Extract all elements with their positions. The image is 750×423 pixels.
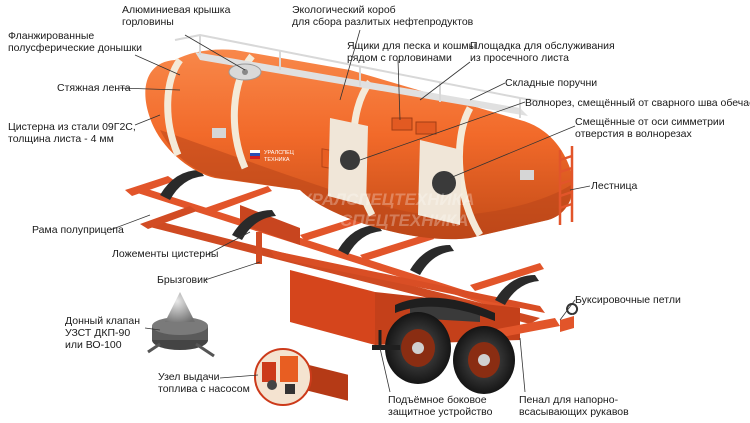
label-ladder: Лестница — [591, 180, 638, 192]
mudguard — [395, 297, 495, 321]
label-mudguard: Брызговик — [157, 274, 208, 286]
wheels — [385, 312, 515, 394]
tank-logo-line2: ТЕХНИКА — [264, 157, 290, 163]
leader-lines — [109, 29, 591, 393]
label-breakwater-offset: Волнорез, смещённый от сварного шва обеч… — [525, 97, 750, 109]
label-hose-case: Пенал для напорно-всасывающих рукавов — [519, 394, 629, 418]
service-platform — [195, 52, 528, 116]
label-folding-rails: Складные поручни — [505, 77, 598, 89]
bottom-valve-inset — [147, 292, 215, 358]
tank-logo-line1: УРАЛСПЕЦ — [264, 150, 294, 156]
fuel-tank: УРАЛСПЕЦ ТЕХНИКА — [145, 33, 574, 240]
watermark-line2: СПЕЦТЕХНИКА — [340, 211, 469, 230]
tank-logo: УРАЛСПЕЦ ТЕХНИКА — [250, 150, 294, 163]
label-strap: Стяжная лента — [57, 82, 131, 94]
side-guard — [372, 330, 400, 350]
tank-cradles — [160, 170, 539, 305]
rear-ladder — [558, 146, 574, 225]
watermark: УРАЛСПЕЦТЕХНИКА СПЕЦТЕХНИКА — [300, 190, 474, 230]
sand-boxes — [391, 117, 437, 135]
breakwater-cutaway — [328, 118, 462, 225]
label-cradles: Ложементы цистерны — [112, 248, 219, 260]
label-towing-loops: Буксировочные петли — [575, 294, 681, 306]
fuel-unit-inset — [254, 348, 312, 406]
tank-panel — [212, 128, 226, 138]
tank-panel — [520, 170, 534, 180]
label-tank-steel: Цистерна из стали 09Г2С,толщина листа - … — [8, 121, 136, 145]
watermark-line1: УРАЛСПЕЦТЕХНИКА — [300, 190, 474, 209]
folding-rails — [174, 33, 546, 118]
landing-gear — [256, 232, 262, 264]
label-frame: Рама полуприцепа — [32, 224, 124, 236]
